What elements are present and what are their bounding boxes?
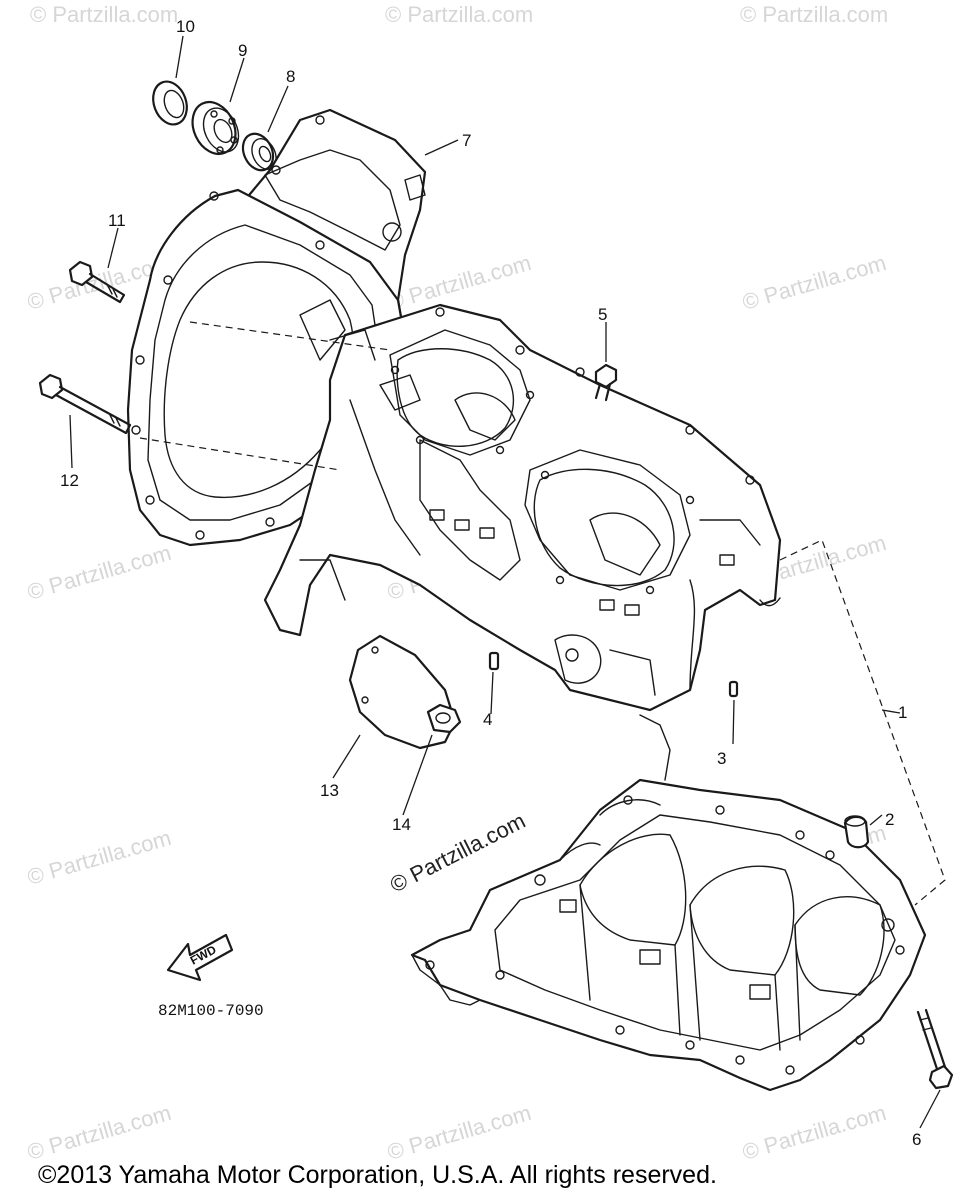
callout-7: 7 [462, 131, 471, 150]
callout-13: 13 [320, 781, 339, 800]
callout-9: 9 [238, 41, 247, 60]
diagram-code: 82M100-7090 [158, 1002, 264, 1020]
callout-labels: 1 2 3 4 5 6 7 8 9 10 11 12 13 14 [60, 17, 921, 1149]
callout-6: 6 [912, 1130, 921, 1149]
part-14-nut[interactable] [426, 703, 462, 734]
callout-3: 3 [717, 749, 726, 768]
watermark: © Partzilla.com [739, 1100, 888, 1165]
part-9-bearing[interactable] [184, 95, 245, 161]
part-6-bolt[interactable] [916, 1008, 954, 1090]
callout-1: 1 [898, 703, 907, 722]
watermark: © Partzilla.com [30, 2, 178, 27]
callout-10: 10 [176, 17, 195, 36]
watermark: © Partzilla.com [740, 2, 888, 27]
watermark: © Partzilla.com [24, 1100, 173, 1165]
watermark: © Partzilla.com [384, 250, 533, 315]
callout-5: 5 [598, 305, 607, 324]
callout-4: 4 [483, 710, 492, 729]
watermark: © Partzilla.com [739, 250, 888, 315]
watermark: © Partzilla.com [24, 825, 173, 890]
watermark: © Partzilla.com [24, 540, 173, 605]
callout-14: 14 [392, 815, 411, 834]
assembly-guide-lines [139, 321, 946, 906]
part-1-lower-crankcase[interactable] [410, 714, 927, 1092]
part-10-oil-seal[interactable] [147, 77, 192, 129]
watermark: © Partzilla.com [384, 1100, 533, 1165]
part-11-bolt[interactable] [68, 260, 126, 304]
callout-2: 2 [885, 810, 894, 829]
callout-11: 11 [108, 211, 126, 230]
callout-8: 8 [286, 67, 295, 86]
front-arrow-icon: FWD [166, 933, 234, 982]
copyright-notice: ©2013 Yamaha Motor Corporation, U.S.A. A… [38, 1161, 717, 1189]
watermark: © Partzilla.com [385, 2, 533, 27]
part-3-dowel-pin[interactable] [728, 680, 739, 698]
part-4-dowel-pin[interactable] [488, 651, 500, 671]
part-1-upper-crankcase[interactable] [263, 303, 782, 712]
part-2-knock-pin[interactable] [843, 815, 870, 849]
callout-12: 12 [60, 471, 79, 490]
leader-lines [69, 35, 941, 1129]
part-12-bolt[interactable] [38, 373, 132, 435]
part-5-bolt[interactable] [594, 363, 618, 402]
